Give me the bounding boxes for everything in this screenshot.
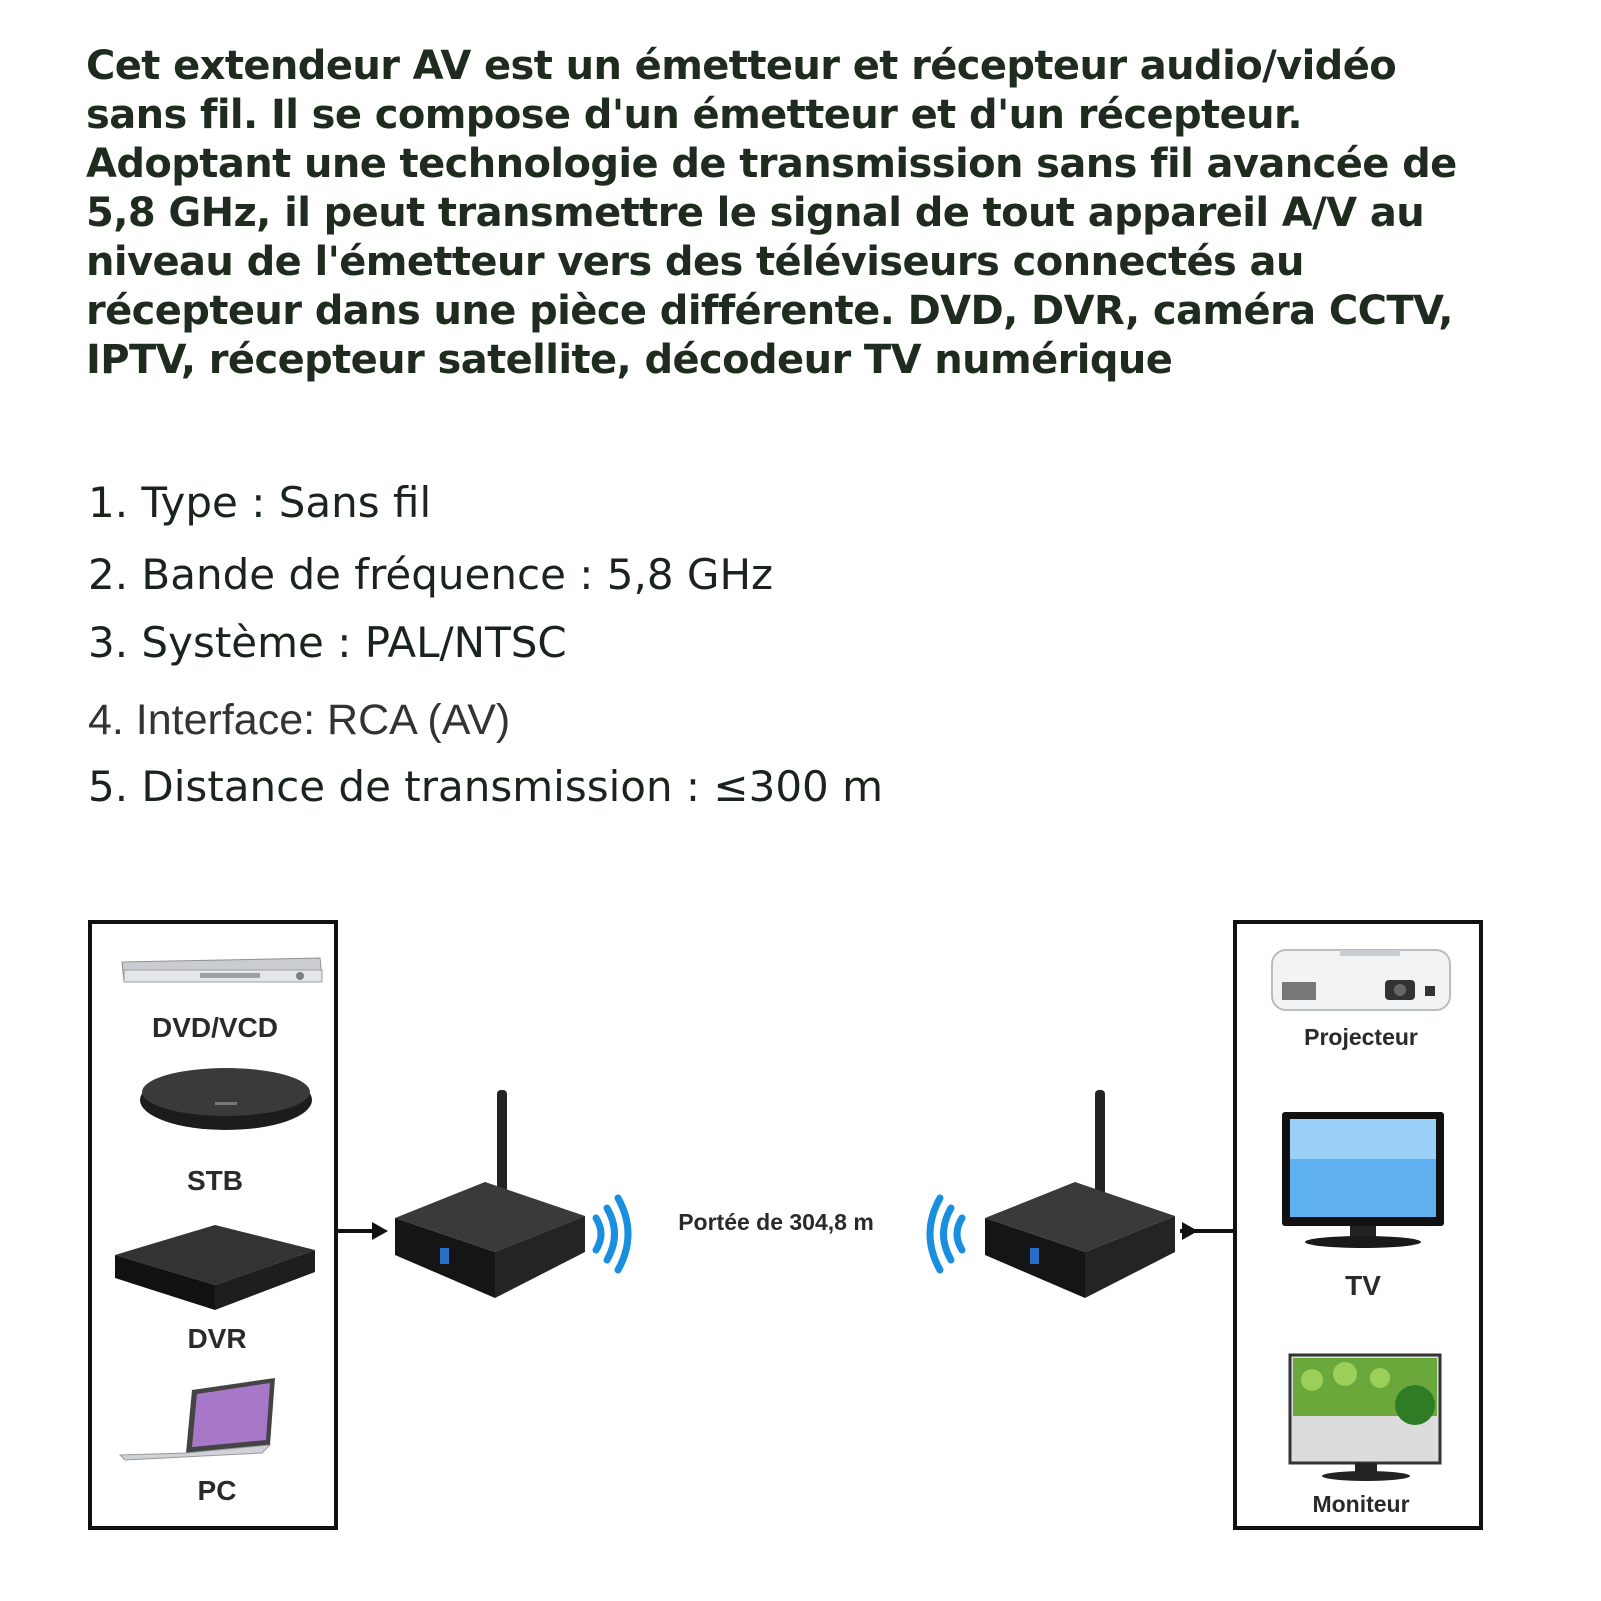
projector-icon [1271,949,1451,1011]
monitor-icon [1288,1353,1442,1481]
dvr-icon [115,1225,315,1310]
dvd-player-icon [121,957,323,983]
transmit-signal-icon [592,1194,632,1274]
stb-icon [140,1068,312,1130]
tv-icon [1282,1112,1444,1248]
spec-item-system: 3. Système : PAL/NTSC [88,618,567,667]
intro-paragraph: Cet extendeur AV est un émetteur et réce… [86,43,1457,383]
receiver-icon [985,1090,1175,1298]
output-label-projecteur: Projecteur [1304,1024,1418,1050]
source-label-stb: STB [187,1165,243,1196]
output-label-moniteur: Moniteur [1312,1491,1409,1517]
spec-item-distance: 5. Distance de transmission : ≤300 m [88,762,884,811]
spec-item-interface: 4. Interface: RCA (AV) [88,696,511,744]
input-arrow [336,1222,388,1240]
source-devices-frame [88,920,338,1530]
spec-item-type: 1. Type : Sans fil [88,478,432,527]
output-label-tv: TV [1345,1270,1381,1301]
receive-signal-icon [926,1194,966,1274]
transmitter-icon [395,1090,585,1298]
spec-item-frequency: 2. Bande de fréquence : 5,8 GHz [88,550,774,599]
source-label-dvd: DVD/VCD [152,1012,278,1043]
output-arrow [1180,1222,1235,1240]
output-devices-frame [1233,920,1483,1530]
source-label-dvr: DVR [187,1323,246,1354]
range-label: Portée de 304,8 m [678,1209,874,1235]
connection-diagram: DVD/VCD STB DVR PC Portée de 304,8 m [88,920,1483,1530]
laptop-icon [118,1378,275,1461]
source-label-pc: PC [198,1475,237,1506]
